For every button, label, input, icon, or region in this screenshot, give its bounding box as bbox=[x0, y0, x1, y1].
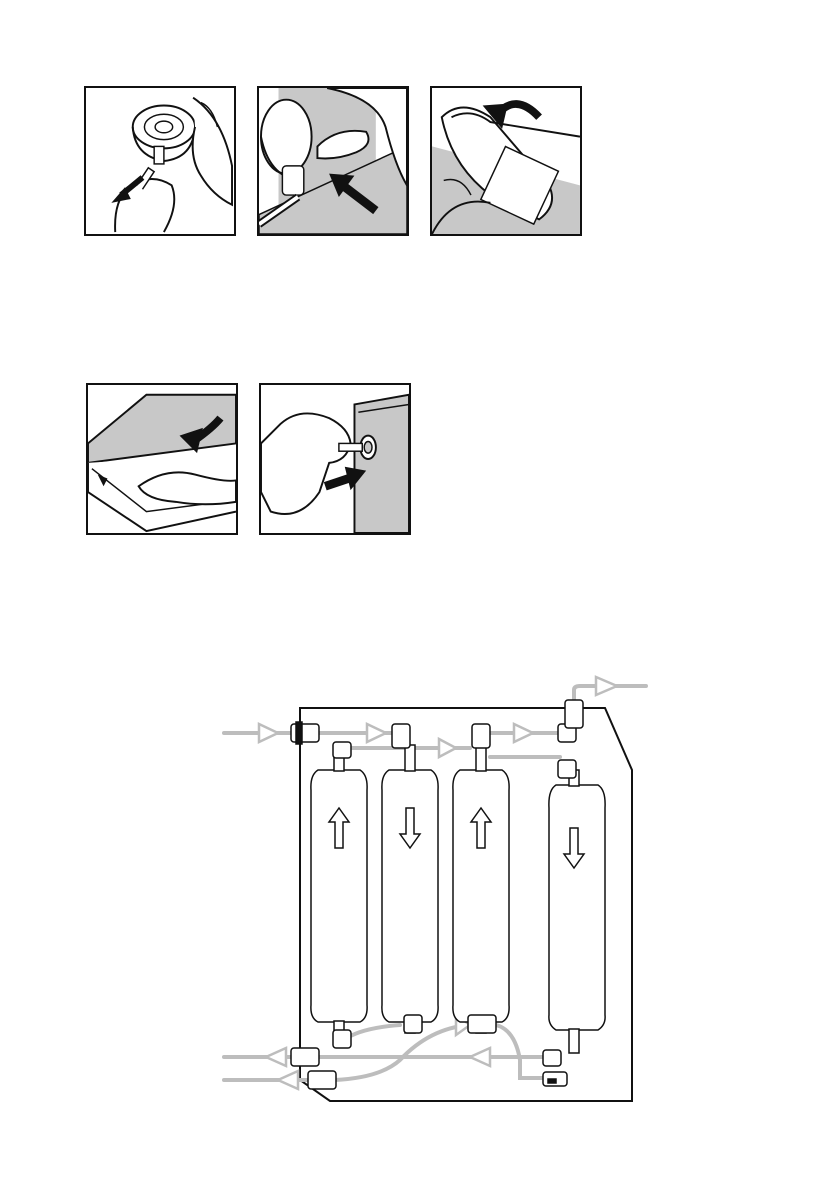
outlet-fitting bbox=[308, 1071, 336, 1089]
elbow-fitting-2 bbox=[472, 724, 490, 748]
elbow-fitting-1 bbox=[392, 724, 410, 748]
tee-fitting bbox=[468, 1015, 496, 1033]
filter-cartridge-4 bbox=[549, 785, 605, 1030]
drain-fitting bbox=[291, 1048, 319, 1066]
filter-cartridges bbox=[311, 770, 605, 1030]
outlet-check-valve bbox=[565, 700, 583, 728]
inlet-fitting bbox=[291, 724, 319, 742]
